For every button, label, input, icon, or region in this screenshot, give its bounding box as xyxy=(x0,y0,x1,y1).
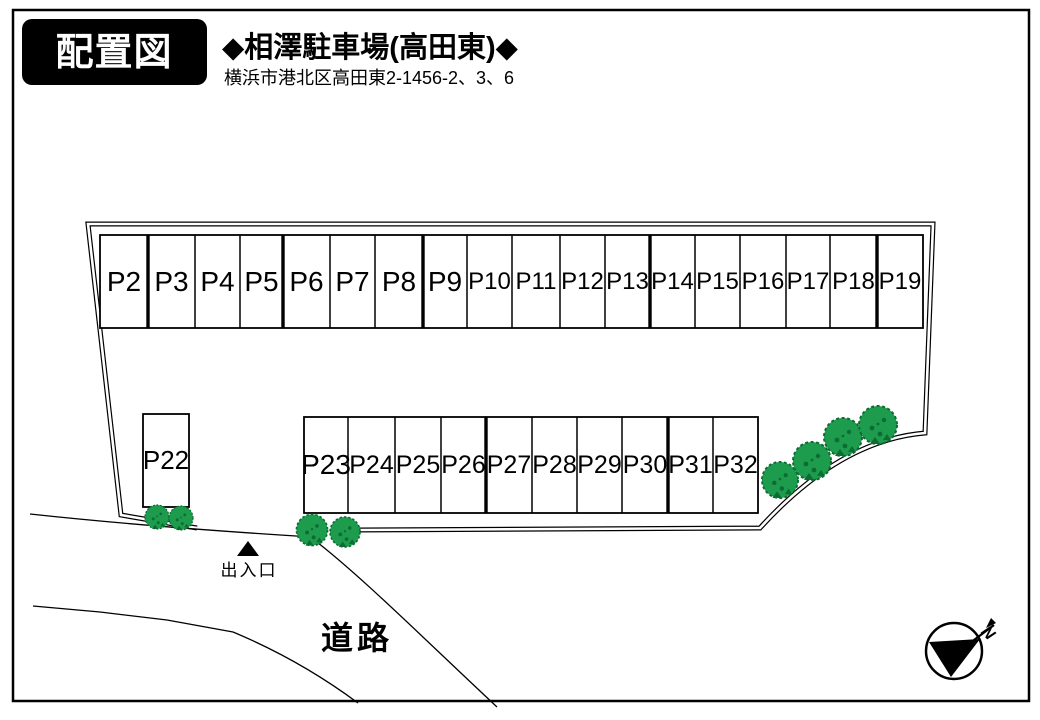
badge-background xyxy=(22,19,207,85)
spot-label-p5: P5 xyxy=(244,266,278,297)
tree-icon xyxy=(858,405,898,445)
spot-label-p23: P23 xyxy=(301,449,351,480)
tree-icon xyxy=(761,461,799,499)
page-title: ◆相澤駐車場(高田東)◆ xyxy=(222,31,519,64)
spot-label-p8: P8 xyxy=(382,266,416,297)
top-row-labels: P2 P3 P4 P5 P6 P7 P8 P9 P10 P11 P12 P13 … xyxy=(107,266,921,297)
bottom-parking-row xyxy=(303,416,759,514)
spot-label-p9: P9 xyxy=(428,266,462,297)
tree-icon xyxy=(295,513,329,547)
tree-icon xyxy=(823,417,863,457)
spot-label-p31: P31 xyxy=(668,451,712,479)
spot-label-p12: P12 xyxy=(561,268,604,295)
entrance-triangle-icon xyxy=(237,541,259,556)
spot-label-p16: P16 xyxy=(742,268,785,295)
road-edges xyxy=(29,513,498,708)
spot-label-p17: P17 xyxy=(787,268,830,295)
tree-icon xyxy=(144,504,170,530)
spot-label-p13: P13 xyxy=(606,268,649,295)
spot-label-p32: P32 xyxy=(713,451,757,479)
spot-label-p24: P24 xyxy=(349,451,394,479)
address-line: 横浜市港北区高田東2-1456-2、3、6 xyxy=(224,68,514,88)
spot-label-p15: P15 xyxy=(696,268,739,295)
spot-label-p19: P19 xyxy=(879,268,922,295)
spot-label-p22: P22 xyxy=(143,445,189,475)
spot-label-p29: P29 xyxy=(577,451,621,479)
spot-label-p26: P26 xyxy=(441,451,485,479)
spot-label-p30: P30 xyxy=(623,451,667,479)
spot-label-p6: P6 xyxy=(289,266,323,297)
spot-label-p11: P11 xyxy=(516,268,557,295)
road-label: 道路 xyxy=(321,620,393,656)
entrance-label: 出入口 xyxy=(221,561,278,580)
compass-north-icon: N xyxy=(924,618,998,681)
spot-label-p7: P7 xyxy=(335,266,369,297)
tree-icon xyxy=(792,441,832,481)
spot-label-p4: P4 xyxy=(200,266,234,297)
spot-label-p14: P14 xyxy=(651,268,694,295)
top-parking-row xyxy=(99,234,924,329)
tree-icon xyxy=(168,505,194,531)
spot-label-p2: P2 xyxy=(107,266,141,297)
spot-label-p25: P25 xyxy=(396,451,440,479)
spot-label-p10: P10 xyxy=(468,268,511,295)
stall-p22-box xyxy=(142,413,190,508)
spot-label-p18: P18 xyxy=(832,268,875,295)
tree-icon xyxy=(329,516,361,548)
badge-label: 配置図 xyxy=(55,32,172,74)
page-border xyxy=(11,8,1031,703)
site-boundary xyxy=(85,221,936,533)
spot-label-p3: P3 xyxy=(154,266,188,297)
bottom-row-labels: P23 P24 P25 P26 P27 P28 P29 P30 P31 P32 xyxy=(301,449,758,480)
spot-label-p27: P27 xyxy=(487,451,531,479)
spot-label-p28: P28 xyxy=(532,451,576,479)
